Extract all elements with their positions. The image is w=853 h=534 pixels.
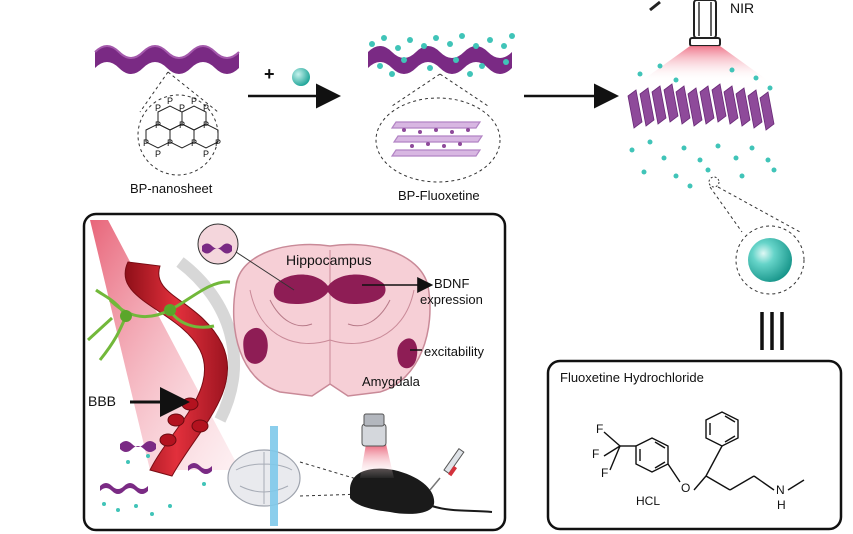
fluoxetine-molecule-ball: [292, 68, 310, 86]
intercalated-drug-dots: [402, 128, 470, 148]
floating-bp-sheets: [100, 441, 212, 494]
fluoxetine-title: Fluoxetine Hydrochloride: [560, 370, 704, 385]
atom-f-3: F: [601, 466, 609, 480]
nir-label: NIR: [730, 0, 755, 16]
amygdala-region-right: [397, 338, 418, 369]
atom-n: N: [776, 483, 785, 497]
bbb-label: BBB: [88, 393, 117, 409]
bdnf-label: BDNF: [434, 276, 470, 291]
hippocampus-region: [273, 274, 386, 304]
nir-laser-device: [649, 0, 721, 47]
hippocampus-label: Hippocampus: [286, 252, 372, 268]
imaging-plane: [270, 426, 278, 526]
bp-fluoxetine-sheet: [368, 46, 512, 74]
nir-beam: [640, 46, 770, 82]
p-atom: P: [191, 96, 197, 106]
p-atom: P: [143, 138, 149, 148]
p-atom: P: [155, 149, 161, 159]
atom-h: H: [777, 498, 786, 512]
bp-nanosheet-label: BP-nanosheet: [130, 181, 213, 196]
bp-in-brain-sheet: [202, 243, 232, 254]
released-bp-sheets: [627, 83, 775, 131]
selected-drug-dot: [708, 176, 720, 188]
p-atom: P: [215, 138, 221, 148]
excitability-label: excitability: [424, 344, 484, 359]
drug-zoom-lines: [709, 186, 805, 295]
p-atom: P: [155, 103, 161, 113]
mouse-nir-beam: [360, 444, 394, 478]
phosphorene-lattice: [145, 105, 219, 149]
mechanism-panel: [82, 212, 507, 532]
floating-drug-dots: [102, 454, 206, 516]
p-atom: P: [203, 103, 209, 113]
p-atom: P: [179, 120, 185, 130]
bp-fluoxetine-label: BP-Fluoxetine: [398, 188, 480, 203]
equivalence-mark: [760, 312, 784, 350]
fluoxetine-structure: [603, 411, 805, 491]
bp-fluoxetine-zoom: [375, 73, 501, 183]
mouse: [350, 468, 435, 514]
fluoxetine-panel: [546, 359, 843, 531]
neuron-bodies: [120, 304, 176, 322]
p-atom: P: [191, 138, 197, 148]
p-atom: P: [167, 138, 173, 148]
released-drug-dots: [629, 63, 777, 189]
p-atom: P: [155, 120, 161, 130]
p-atom: P: [179, 103, 185, 113]
mouse-brain-folds: [235, 452, 293, 504]
expression-label: expression: [420, 292, 483, 307]
projection-lines: [299, 461, 365, 497]
hcl-label: HCL: [636, 494, 661, 508]
p-atom: P: [203, 120, 209, 130]
p-atom: P: [203, 149, 209, 159]
layered-bp-structure: [390, 121, 484, 157]
amygdala-label: Amygdala: [362, 374, 420, 389]
red-blood-cells: [159, 397, 209, 447]
amygdala-region-left: [243, 327, 268, 364]
bp-nanosheet-sheet: [94, 45, 240, 74]
atom-o: O: [681, 481, 691, 495]
mouse-tail: [431, 505, 493, 513]
atom-f-1: F: [596, 422, 604, 436]
bp-in-brain-bubble: [197, 223, 239, 265]
syringe: [429, 448, 465, 491]
bp-fluoxetine-drug-dots: [369, 33, 515, 77]
bubble-pointer: [235, 251, 295, 291]
vessel-shadow: [176, 257, 240, 423]
fluoxetine-molecule-zoom: [748, 238, 792, 282]
nir-camera: [361, 413, 387, 447]
p-atom: P: [167, 96, 173, 106]
plus-sign: +: [264, 64, 275, 84]
atom-f-2: F: [592, 447, 600, 461]
